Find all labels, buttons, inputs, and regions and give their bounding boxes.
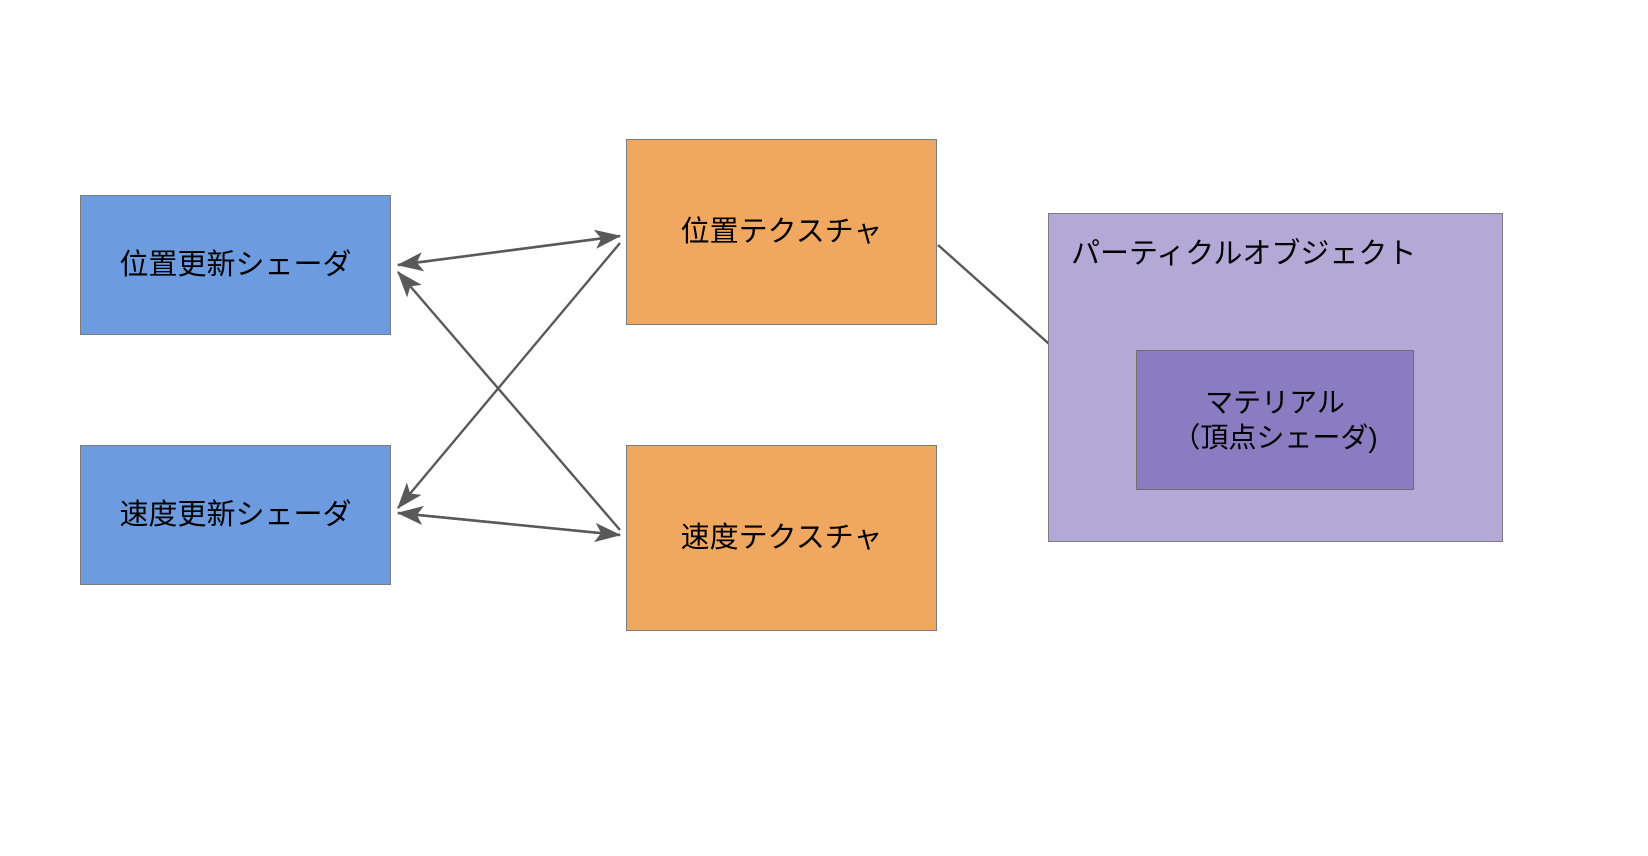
edge-velocity-texture-to-velocity-shader [396, 505, 622, 543]
edge-position-texture-to-velocity-shader [397, 242, 621, 509]
node-particle-object-label: パーティクルオブジェクト [1071, 238, 1417, 270]
node-velocity-texture[interactable]: 速度テクスチャ [626, 445, 937, 631]
node-position-texture[interactable]: 位置テクスチャ [626, 139, 937, 325]
node-material-vertex-shader[interactable]: マテリアル （頂点シェーダ) [1136, 350, 1414, 490]
node-velocity-update-shader[interactable]: 速度更新シェーダ [80, 445, 391, 585]
node-position-update-shader[interactable]: 位置更新シェーダ [80, 195, 391, 335]
edge-velocity-texture-to-position-shader [397, 271, 621, 531]
edge-position-texture-to-position-shader [396, 229, 622, 272]
